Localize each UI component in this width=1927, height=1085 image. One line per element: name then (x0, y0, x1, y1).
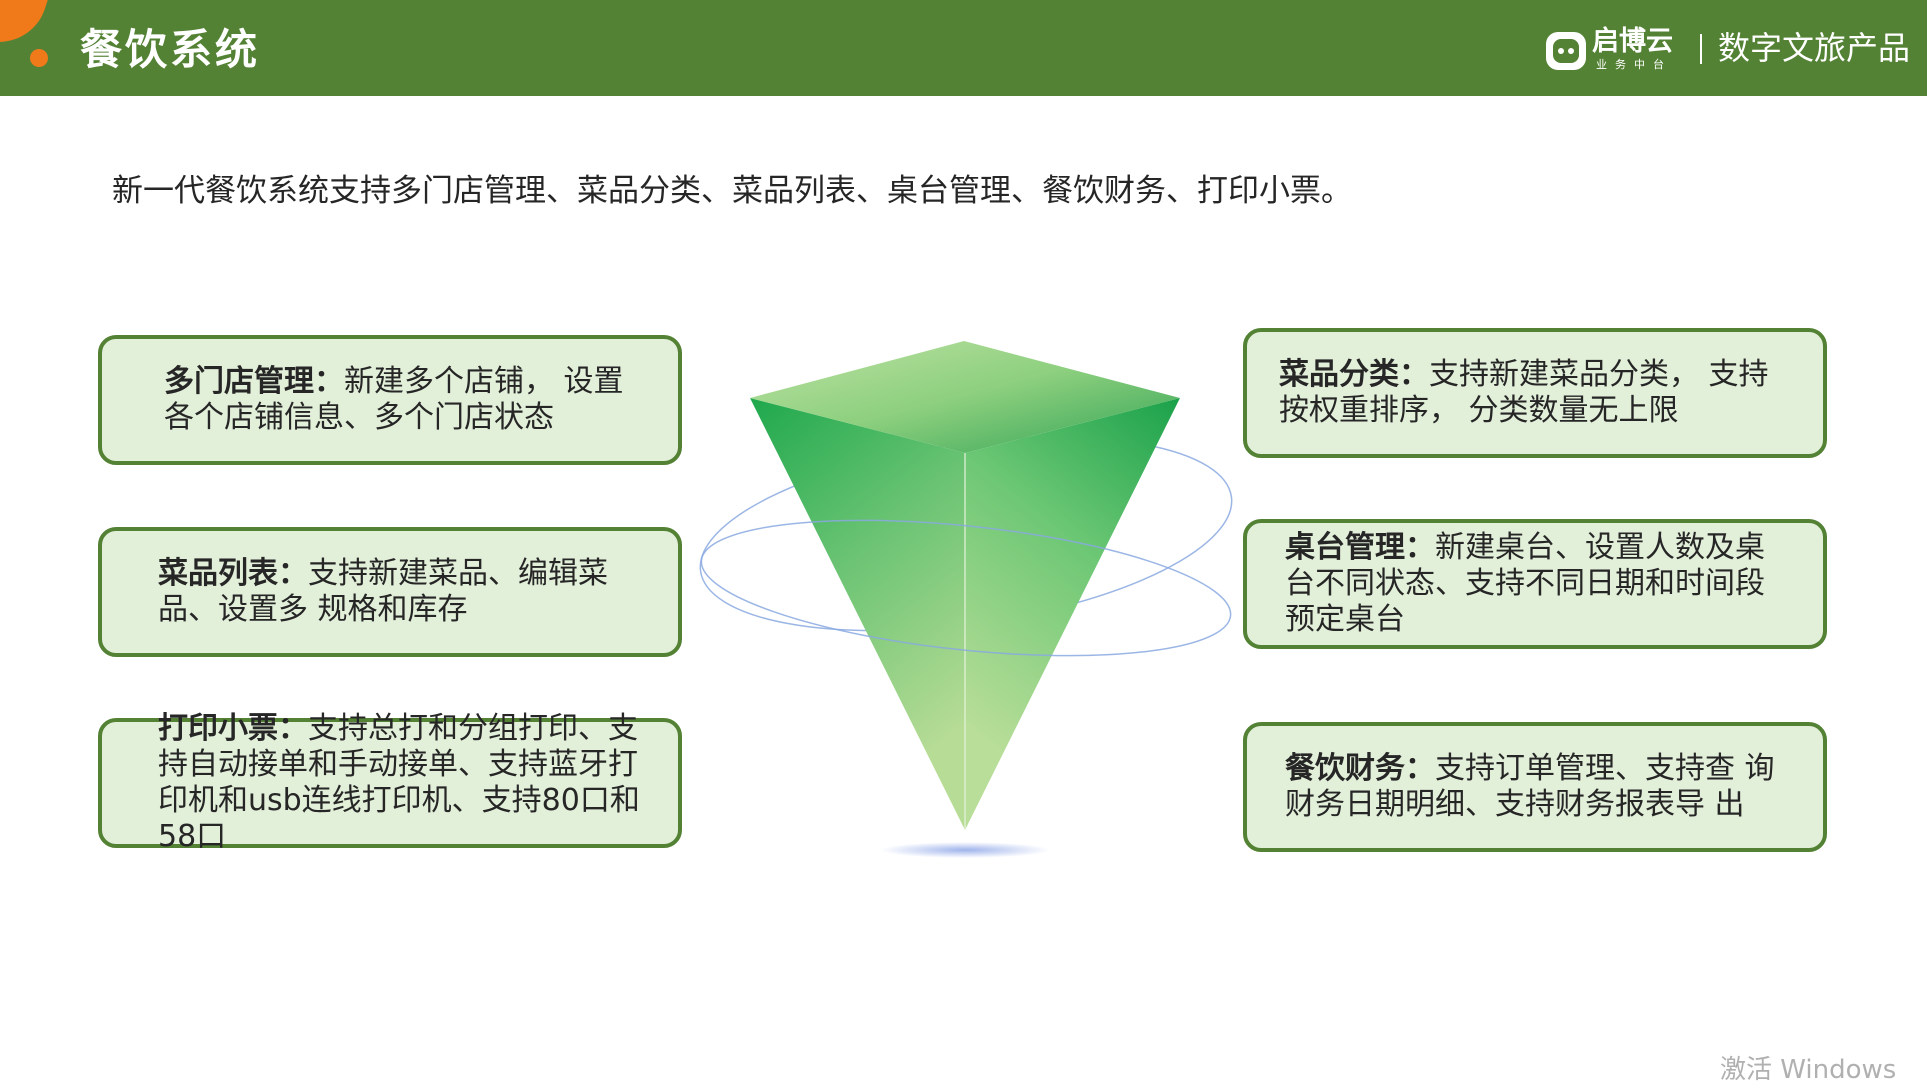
pyramid-illustration (699, 341, 1233, 858)
feature-card-multi-store: 多门店管理：新建多个店铺， 设置各个店铺信息、多个门店状态 (98, 335, 682, 465)
feature-label: 菜品分类： (1279, 357, 1429, 392)
feature-text: 支持新建菜品、编辑菜品、设置多 规格和库存 (158, 556, 608, 627)
orange-dot (30, 49, 48, 67)
header-bar: 餐饮系统 启博云 业务中台 数字文旅产品 (0, 0, 1927, 96)
brand-subtitle: 业务中台 (1596, 58, 1672, 71)
intro-text: 新一代餐饮系统支持多门店管理、菜品分类、菜品列表、桌台管理、餐饮财务、打印小票。 (112, 173, 1352, 209)
corner-decoration (0, 0, 58, 55)
feature-text: 新建桌台、设置人数及桌台不同状态、支持不同日期和时间段预定桌台 (1285, 530, 1765, 637)
product-line: 数字文旅产品 (1718, 29, 1911, 67)
feature-label: 打印小票： (158, 711, 308, 746)
feature-card-dish-list: 菜品列表：支持新建菜品、编辑菜品、设置多 规格和库存 (98, 527, 682, 657)
feature-label: 餐饮财务： (1285, 751, 1435, 786)
feature-label: 多门店管理： (164, 364, 344, 399)
pyramid-right-face (965, 398, 1180, 830)
feature-card-dish-category: 菜品分类：支持新建菜品分类， 支持按权重排序， 分类数量无上限 (1243, 328, 1827, 458)
feature-card-table-management: 桌台管理：新建桌台、设置人数及桌台不同状态、支持不同日期和时间段预定桌台 (1243, 519, 1827, 649)
brand-name: 启博云 (1592, 26, 1673, 57)
windows-activation-watermark: 激活 Windows (1720, 1055, 1897, 1085)
pyramid-shadow (880, 842, 1050, 858)
feature-label: 桌台管理： (1285, 530, 1435, 565)
feature-text: 支持总打和分组打印、支持自动接单和手动接单、支持蓝牙打印机和usb连线打印机、支… (158, 711, 640, 854)
pyramid-left-face (750, 398, 965, 830)
feature-text: 支持新建菜品分类， 支持按权重排序， 分类数量无上限 (1279, 357, 1769, 428)
brand-divider (1700, 34, 1702, 64)
page-title: 餐饮系统 (80, 25, 261, 74)
feature-label: 菜品列表： (158, 556, 308, 591)
feature-card-finance: 餐饮财务：支持订单管理、支持查 询财务日期明细、支持财务报表导 出 (1243, 722, 1827, 852)
pyramid-top-face (750, 341, 1180, 453)
cloud-face-icon (1546, 32, 1586, 70)
feature-text: 支持订单管理、支持查 询财务日期明细、支持财务报表导 出 (1285, 751, 1775, 822)
feature-card-receipt-print: 打印小票：支持总打和分组打印、支持自动接单和手动接单、支持蓝牙打印机和usb连线… (98, 711, 682, 854)
feature-text: 新建多个店铺， 设置各个店铺信息、多个门店状态 (164, 364, 624, 435)
